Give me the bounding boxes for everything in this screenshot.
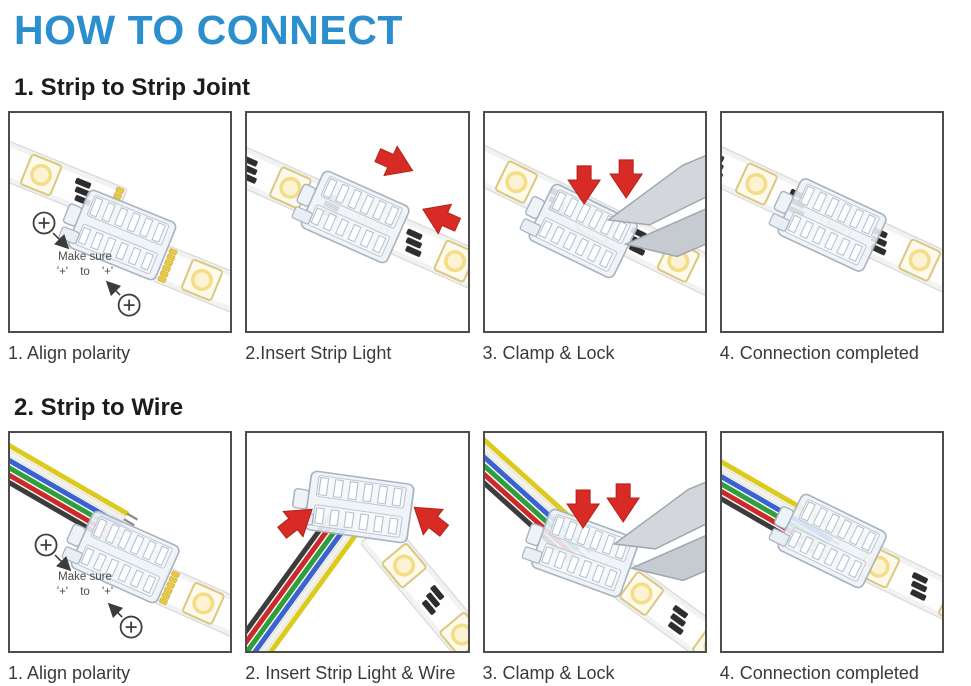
- clamp-lock-wire-illustration: [485, 433, 705, 651]
- step-connection-completed-wire: 4. Connection completed: [719, 431, 944, 684]
- plus-polarity-icon: [119, 615, 143, 639]
- step-clamp-lock-wire: 3. Clamp & Lock: [482, 431, 707, 684]
- step-clamp-lock: 3. Clamp & Lock: [482, 111, 707, 364]
- polarity-note-line2: '+' to '+': [56, 586, 114, 598]
- step-panel: Make sure '+' to '+': [8, 431, 233, 653]
- insert-strip-wire-illustration: [247, 467, 467, 651]
- step-insert-strip: 2.Insert Strip Light: [245, 111, 470, 364]
- align-polarity-illustration: [10, 113, 230, 331]
- pointer-arrow: [105, 280, 122, 297]
- step-caption: 2. Insert Strip Light & Wire: [245, 663, 456, 683]
- section-heading-strip-to-wire: 2. Strip to Wire: [14, 394, 184, 421]
- step-caption: 3. Clamp & Lock: [482, 343, 615, 363]
- step-panel: [482, 111, 707, 333]
- plus-polarity-icon: [34, 533, 58, 557]
- step-panel: [482, 431, 707, 653]
- step-caption: 2.Insert Strip Light: [245, 343, 392, 363]
- step-panel: [245, 431, 470, 653]
- plus-polarity-icon: [117, 293, 141, 317]
- step-caption: 3. Clamp & Lock: [482, 663, 615, 683]
- insert-strip-illustration: [247, 113, 467, 331]
- red-arrow-icon: [609, 159, 643, 199]
- step-caption: 4. Connection completed: [719, 663, 919, 683]
- step-caption: 4. Connection completed: [719, 343, 919, 363]
- strip-connector: [288, 467, 416, 545]
- strip-to-wire-steps: Make sure '+' to '+' 1. Align polarity 2…: [8, 431, 944, 684]
- step-panel: [719, 111, 944, 333]
- step-caption: 1. Align polarity: [8, 343, 131, 363]
- polarity-note-line2: '+' to '+': [56, 266, 114, 278]
- step-panel: Make sure '+' to '+': [8, 111, 233, 333]
- step-panel: [719, 431, 944, 653]
- connection-completed-illustration: [722, 113, 942, 331]
- align-polarity-wire-illustration: [10, 433, 230, 651]
- wire-bundle: [247, 516, 356, 651]
- connection-completed-wire-illustration: [722, 433, 942, 651]
- pointer-arrow: [54, 554, 72, 572]
- step-panel: [245, 111, 470, 333]
- polarity-note-line1: Make sure: [58, 571, 112, 583]
- pointer-arrow: [107, 602, 124, 619]
- step-insert-strip-wire: 2. Insert Strip Light & Wire: [245, 431, 470, 684]
- polarity-note: Make sure '+' to '+': [36, 571, 134, 599]
- led-strip-right: [153, 245, 230, 331]
- red-arrow-icon: [371, 140, 420, 186]
- clamp-lock-illustration: [485, 113, 705, 331]
- page-title: HOW TO CONNECT: [14, 7, 403, 53]
- step-align-polarity-wire: Make sure '+' to '+' 1. Align polarity: [8, 431, 233, 684]
- strip-to-strip-steps: Make sure '+' to '+' 1. Align polarity 2…: [8, 111, 944, 364]
- polarity-note: Make sure '+' to '+': [36, 251, 134, 279]
- section-heading-strip-to-strip: 1. Strip to Strip Joint: [14, 74, 251, 101]
- step-connection-completed: 4. Connection completed: [719, 111, 944, 364]
- pointer-arrow: [52, 232, 70, 250]
- plus-polarity-icon: [32, 211, 56, 235]
- polarity-note-line1: Make sure: [58, 251, 112, 263]
- step-caption: 1. Align polarity: [8, 663, 131, 683]
- step-align-polarity: Make sure '+' to '+' 1. Align polarity: [8, 111, 233, 364]
- red-arrow-icon: [606, 483, 640, 523]
